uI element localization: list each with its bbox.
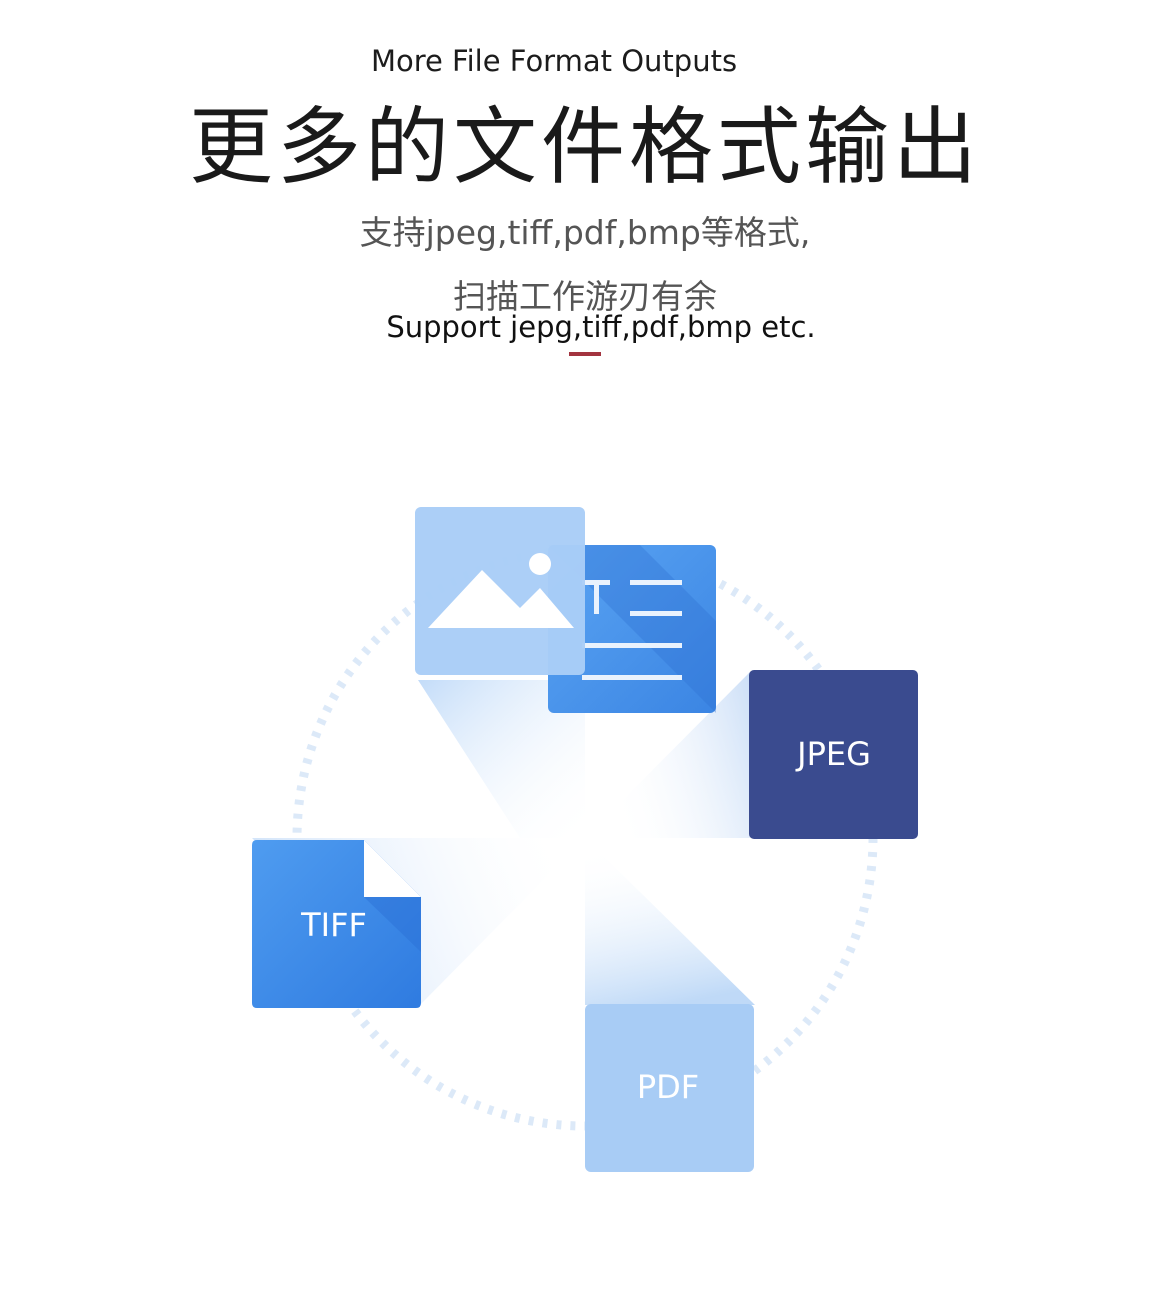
text-document-icon bbox=[548, 545, 716, 713]
jpeg-beam bbox=[585, 672, 750, 838]
accent-divider bbox=[569, 352, 601, 356]
jpeg-label: JPEG bbox=[795, 735, 871, 773]
description-line-2: 扫描工作游刃有余 bbox=[453, 277, 717, 316]
jpeg-file-icon: JPEG bbox=[749, 670, 918, 839]
description-english: Support jepg,tiff,pdf,bmp etc. bbox=[386, 310, 816, 344]
pdf-label: PDF bbox=[637, 1068, 699, 1106]
description-line-1: 支持jpeg,tiff,pdf,bmp等格式, bbox=[359, 213, 811, 252]
page-title: 更多的文件格式输出 bbox=[188, 98, 981, 196]
image-file-icon bbox=[415, 507, 585, 675]
pdf-beam bbox=[585, 838, 755, 1005]
subtitle-english: More File Format Outputs bbox=[370, 44, 738, 78]
image-beam bbox=[418, 680, 585, 838]
tiff-file-icon: TIFF bbox=[252, 840, 421, 1008]
tiff-label: TIFF bbox=[300, 906, 367, 944]
pdf-file-icon: PDF bbox=[585, 1004, 754, 1172]
